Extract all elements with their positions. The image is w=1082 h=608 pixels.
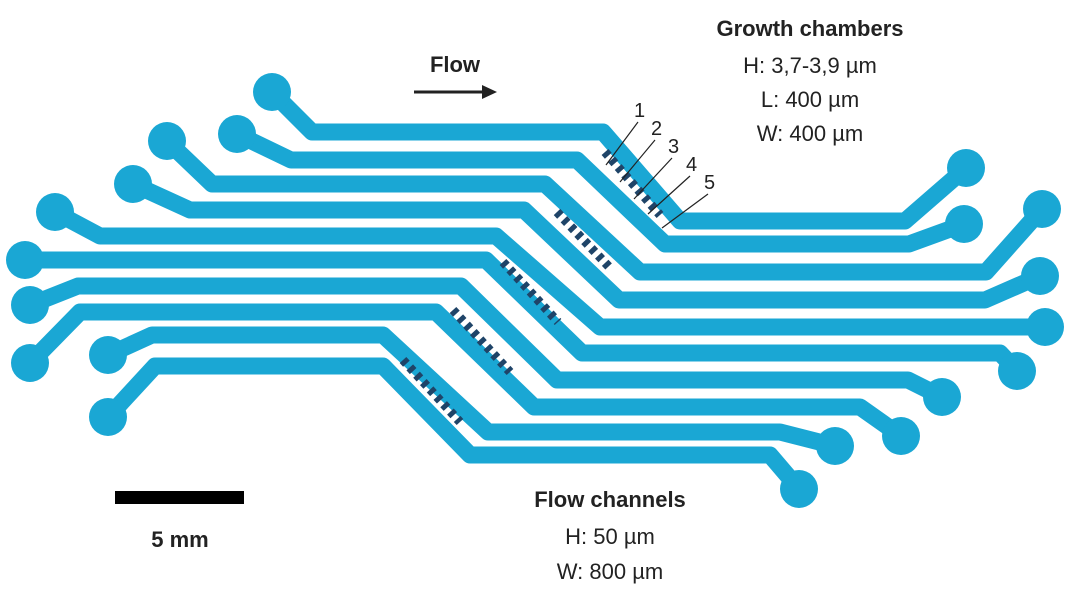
flow-channel (161, 134, 1049, 281)
channel-inlet-port (89, 398, 127, 436)
channel-inlet-port (89, 336, 127, 374)
growth-chamber-array (399, 356, 464, 426)
flow-channel (26, 277, 946, 405)
chamber-label-3: 3 (668, 136, 680, 158)
channel-inlet-port (998, 352, 1036, 390)
channel-inlet-port (1023, 190, 1061, 228)
channel-inlet-port (945, 205, 983, 243)
flow-arrow (414, 85, 497, 99)
chamber-label-1: 1 (634, 100, 646, 122)
flow-channel (101, 357, 806, 495)
growth-chamber-array (601, 149, 664, 218)
growth-chambers-length: L: 400 µm (760, 87, 860, 112)
scale-bar-label: 5 mm (151, 527, 209, 552)
growth-chambers-title: Growth chambers (716, 16, 904, 41)
channel-inlet-port (923, 378, 961, 416)
growth-chambers-width: W: 400 µm (756, 121, 864, 146)
chamber-pointer-line (647, 175, 691, 215)
chamber-label-5: 5 (704, 172, 716, 194)
flow-channel (23, 303, 906, 443)
channel-inlet-port (882, 417, 920, 455)
chamber-pointer-line (619, 139, 656, 183)
channel-inlet-port (36, 193, 74, 231)
channel-inlet-port (218, 115, 256, 153)
channel-inlet-port (6, 241, 44, 279)
flow-channel (129, 176, 1044, 309)
channel-inlet-port (780, 470, 818, 508)
channel-inlet-port (1021, 257, 1059, 295)
chamber-pointer-line (605, 121, 639, 166)
flow-label: Flow (429, 52, 481, 77)
channel-inlet-port (816, 427, 854, 465)
channel-inlet-port (148, 122, 186, 160)
chamber-label-2: 2 (651, 118, 663, 140)
channel-inlet-port (11, 286, 49, 324)
growth-chamber-array (499, 258, 562, 326)
chamber-pointer-line (633, 157, 673, 200)
flow-channels (6, 73, 1064, 508)
flow-channel (104, 326, 838, 455)
chamber-pointer-lines (605, 121, 709, 229)
flow-channel (265, 85, 972, 230)
chamber-pointer-line (661, 193, 709, 229)
flow-channels-width: W: 800 µm (556, 559, 664, 584)
channel-inlet-port (253, 73, 291, 111)
growth-chamber-array (553, 208, 616, 274)
flow-channels-height: H: 50 µm (565, 524, 655, 549)
flow-channel (51, 204, 1045, 336)
channel-inlet-port (114, 165, 152, 203)
growth-chamber-arrays (399, 149, 664, 426)
chamber-label-4: 4 (686, 154, 698, 176)
channel-inlet-port (947, 149, 985, 187)
channel-inlet-port (1026, 308, 1064, 346)
growth-chamber-array (449, 306, 514, 376)
growth-chambers-height: H: 3,7-3,9 µm (743, 53, 877, 78)
flow-channels-title: Flow channels (534, 487, 686, 512)
scale-bar (115, 491, 244, 504)
channel-inlet-port (11, 344, 49, 382)
flow-channel (233, 126, 967, 253)
